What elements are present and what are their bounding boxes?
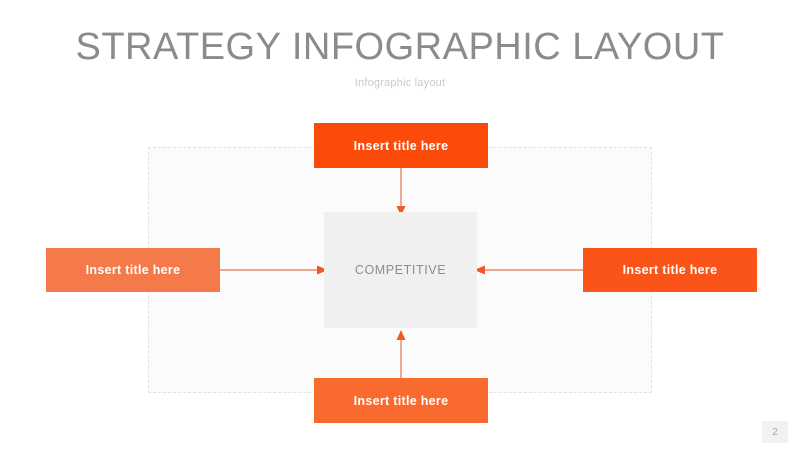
node-box-right-label: Insert title here <box>622 263 718 277</box>
node-box-top-label: Insert title here <box>353 138 449 153</box>
page-subtitle: Infographic layout <box>354 77 446 89</box>
page-number-badge: 2 <box>762 421 788 443</box>
center-node-label: COMPETITIVE <box>354 263 447 277</box>
node-box-bottom-label: Insert title here <box>353 393 449 408</box>
node-box-bottom[interactable]: Insert title here <box>314 378 488 423</box>
center-node[interactable]: COMPETITIVE <box>324 212 477 328</box>
page-title: STRATEGY INFOGRAPHIC LAYOUT <box>75 26 725 68</box>
node-box-left[interactable]: Insert title here <box>46 248 220 292</box>
node-box-top[interactable]: Insert title here <box>314 123 488 168</box>
node-box-right[interactable]: Insert title here <box>583 248 757 292</box>
node-box-left-label: Insert title here <box>85 263 181 277</box>
